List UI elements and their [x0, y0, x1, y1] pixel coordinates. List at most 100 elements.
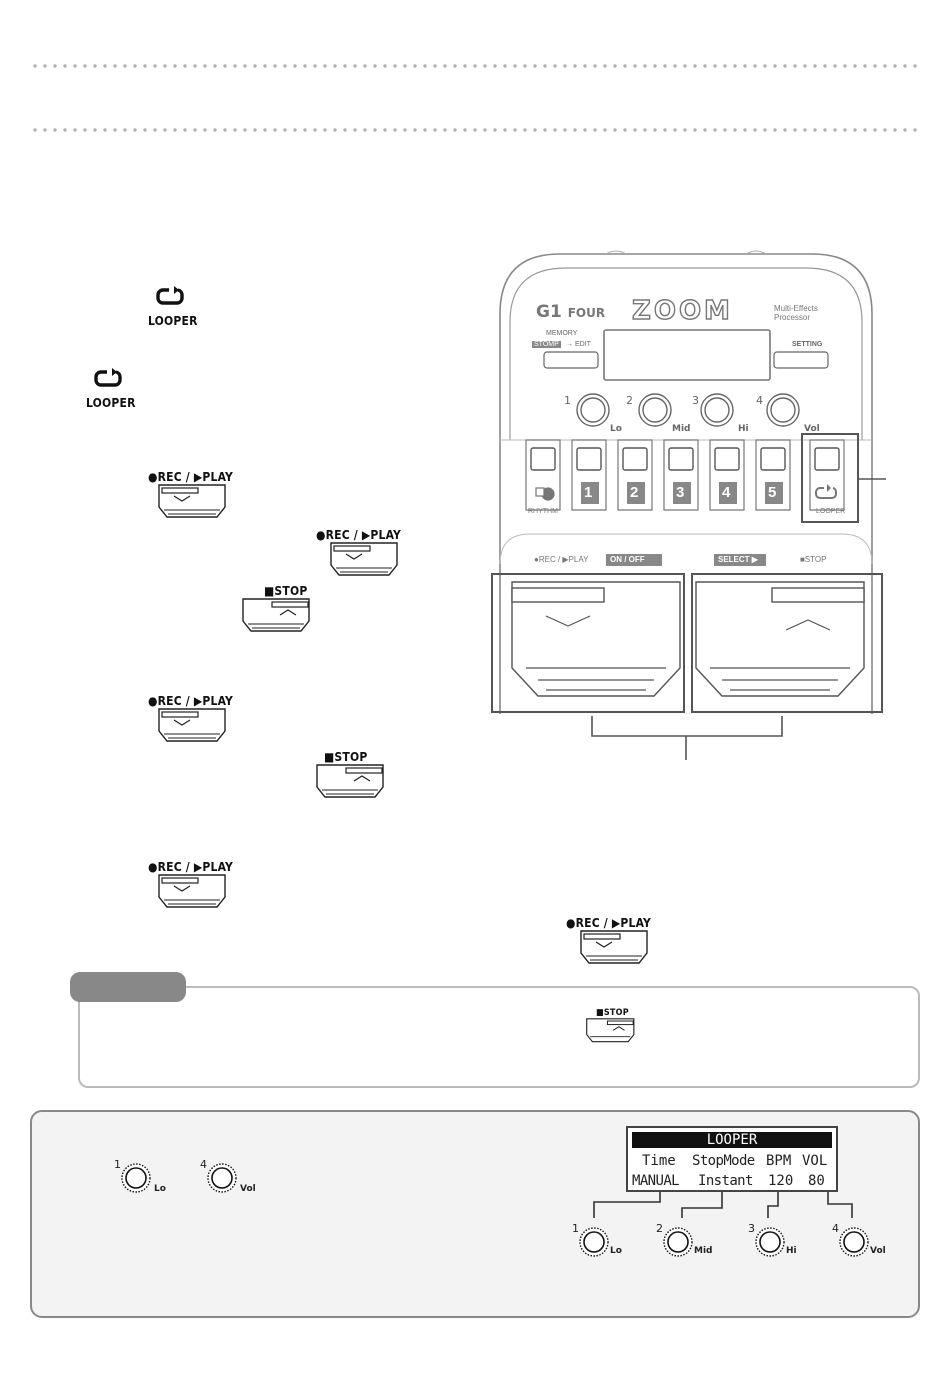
- lcd-value-bpm: 120: [768, 1173, 794, 1189]
- rec-play-label: ●REC / ▶PLAY: [148, 860, 234, 874]
- rec-play-pedal-icon: ●REC / ▶PLAY: [316, 528, 416, 578]
- setting-label: SETTING: [792, 341, 823, 348]
- lcd-screen: LOOPER Time StopMode BPM VOL MANUAL Inst…: [626, 1126, 838, 1192]
- device-looper-label: LOOPER: [816, 508, 846, 515]
- knob-label: Vol: [870, 1246, 886, 1256]
- lcd-value-stopmode: Instant: [698, 1173, 753, 1189]
- footswitch-number: 2: [630, 484, 639, 501]
- lcd-header-stopmode: StopMode: [692, 1153, 755, 1169]
- rec-play-pedal-icon: ●REC / ▶PLAY: [148, 694, 248, 744]
- rec-play-label: ●REC / ▶PLAY: [148, 470, 234, 484]
- note-tab: [70, 972, 186, 1002]
- knob-label: Vol: [240, 1184, 256, 1194]
- pedal-down-icon: [330, 542, 398, 576]
- stop-label: ■STOP: [324, 750, 368, 764]
- rec-play-pedal-icon: ●REC / ▶PLAY: [566, 916, 666, 966]
- footswitch-number: 4: [722, 484, 731, 501]
- rec-play-pedal-icon: ●REC / ▶PLAY: [148, 470, 248, 520]
- stop-pedal-icon: ■STOP: [586, 1008, 646, 1048]
- lcd-header-bpm: BPM: [766, 1153, 792, 1169]
- lcd-value-vol: 80: [808, 1173, 825, 1189]
- device-knob-number: 3: [692, 394, 699, 407]
- device-knob-label: Mid: [672, 424, 691, 434]
- lcd-title: LOOPER: [632, 1132, 832, 1148]
- stop-pedal-icon: ■STOP: [242, 584, 322, 634]
- lcd-header-time: Time: [642, 1153, 676, 1169]
- knob-icon: [663, 1227, 693, 1257]
- edit-label: → EDIT: [566, 341, 591, 348]
- subtitle-line-2: Processor: [774, 313, 811, 322]
- stop-label: ■STOP: [264, 584, 308, 598]
- looper-icon-label: LOOPER: [148, 314, 198, 328]
- knob-4-icon: 4 Vol: [200, 1158, 260, 1198]
- pedal-down-icon: [580, 930, 648, 964]
- device-subtitle: Multi-Effects Processor: [774, 304, 818, 322]
- knob-number: 1: [114, 1158, 121, 1171]
- knob-number: 4: [200, 1158, 207, 1171]
- device-knob-number: 1: [564, 394, 571, 407]
- knob-3-icon: 3 Hi: [748, 1222, 808, 1262]
- stop-pedal-icon: ■STOP: [316, 750, 396, 800]
- device-knob-label: Lo: [610, 424, 622, 434]
- pedal-down-icon: [158, 874, 226, 908]
- subtitle-line-1: Multi-Effects: [774, 304, 818, 313]
- knob-label: Mid: [694, 1246, 713, 1256]
- stomp-label: STOMP: [532, 341, 561, 348]
- device-knob-number: 2: [626, 394, 633, 407]
- rec-play-label: ●REC / ▶PLAY: [316, 528, 402, 542]
- footswitch-number: 3: [676, 484, 685, 501]
- memory-label: MEMORY: [546, 330, 578, 337]
- model-label: G1: [536, 302, 562, 322]
- knob-number: 3: [748, 1222, 755, 1235]
- knob-2-icon: 2 Mid: [656, 1222, 716, 1262]
- strip-on-off-label: ON / OFF: [610, 555, 645, 564]
- knob-icon: [579, 1227, 609, 1257]
- brand-logo: ZOOM: [631, 295, 733, 326]
- looper-icon: LOOPER: [86, 368, 138, 414]
- rec-play-label: ●REC / ▶PLAY: [566, 916, 652, 930]
- device-knob-label: Hi: [738, 424, 749, 434]
- knob-1-icon: 1 Lo: [114, 1158, 174, 1198]
- device-knob-number: 4: [756, 394, 763, 407]
- strip-rec-play-label: ●REC / ▶PLAY: [534, 555, 589, 564]
- knob-icon: [755, 1227, 785, 1257]
- lcd-header-vol: VOL: [802, 1153, 828, 1169]
- loop-arrow-icon: [156, 286, 184, 305]
- pedal-up-icon: [586, 1018, 635, 1043]
- lcd-value-time: MANUAL: [632, 1173, 680, 1189]
- knob-icon: [207, 1163, 237, 1193]
- lcd-knob-connectors: [593, 1192, 853, 1218]
- rhythm-label: RHYTHM: [528, 508, 558, 515]
- device-knob-label: Vol: [804, 424, 820, 434]
- note-box: [78, 986, 920, 1088]
- stop-label: ■STOP: [596, 1008, 629, 1018]
- strip-stop-label: ■STOP: [800, 555, 827, 564]
- knob-label: Lo: [154, 1184, 166, 1194]
- pedal-down-icon: [158, 708, 226, 742]
- rec-play-pedal-icon: ●REC / ▶PLAY: [148, 860, 248, 910]
- footswitch-number: 1: [584, 484, 593, 501]
- device-illustration: G1 FOUR ZOOM Multi-Effects Processor MEM…: [486, 244, 886, 764]
- pedal-up-icon: [242, 598, 310, 632]
- looper-icon-label: LOOPER: [86, 396, 136, 410]
- knob-label: Hi: [786, 1246, 797, 1256]
- knob-icon: [121, 1163, 151, 1193]
- section-divider-bottom: [30, 128, 920, 132]
- model-suffix: FOUR: [567, 306, 606, 320]
- knob-icon: [839, 1227, 869, 1257]
- model-name: G1 FOUR: [536, 302, 605, 322]
- strip-select-label: SELECT ▶: [718, 555, 758, 564]
- g1-four-device: [491, 250, 886, 760]
- knob-number: 4: [832, 1222, 839, 1235]
- pedal-up-icon: [316, 764, 384, 798]
- knob-number: 1: [572, 1222, 579, 1235]
- loop-arrow-icon: [94, 368, 122, 387]
- section-divider-top: [30, 64, 920, 68]
- knob-number: 2: [656, 1222, 663, 1235]
- looper-icon: LOOPER: [148, 286, 200, 332]
- knob-4-icon: 4 Vol: [832, 1222, 892, 1262]
- footswitch-number: 5: [768, 484, 777, 501]
- knob-1-icon: 1 Lo: [572, 1222, 632, 1262]
- knob-label: Lo: [610, 1246, 622, 1256]
- pedal-down-icon: [158, 484, 226, 518]
